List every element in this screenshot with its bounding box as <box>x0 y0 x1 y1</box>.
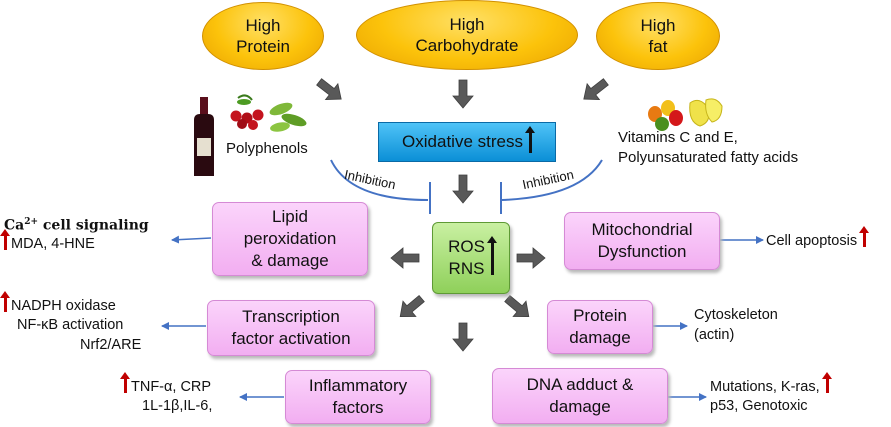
arrow-ros-to-dna <box>452 322 474 352</box>
transcription-line1: Transcription <box>242 307 340 326</box>
lipid-line3: & damage <box>251 251 329 270</box>
actin-label: (actin) <box>694 327 735 343</box>
ca-superscript: 2+ <box>24 217 39 227</box>
high-carbohydrate-line1: High <box>449 15 485 34</box>
inhibition-curve-right <box>501 159 603 201</box>
lipid-line2: peroxidation <box>243 229 337 248</box>
p53-label: p53, Genotoxic <box>710 398 808 414</box>
increase-arrow-icon <box>821 372 832 393</box>
inflammatory-line1: Inflammatory <box>308 376 408 395</box>
mutations-text: Mutations, K-ras, <box>710 379 820 395</box>
dna-line1: DNA adduct & <box>526 375 634 394</box>
protein-damage-box: Protein damage <box>547 300 653 354</box>
vitamins-label-line1: Vitamins C and E, <box>618 129 738 146</box>
mda-text: MDA, 4-HNE <box>11 236 95 252</box>
mito-line1: Mitochondrial <box>591 220 693 239</box>
high-fat-line2: fat <box>648 37 668 56</box>
ca-rest-text: cell signaling <box>38 217 149 234</box>
cytoskeleton-label: Cytoskeleton <box>694 307 778 323</box>
oxidative-stress-box: Oxidative stress <box>378 122 556 162</box>
mda-label: MDA, 4-HNE <box>0 229 95 254</box>
increase-arrow-icon <box>120 372 130 393</box>
nadph-label: NADPH oxidase <box>0 291 116 316</box>
nfkb-label: NF-κB activation <box>17 317 124 333</box>
arrow-ros-to-mito <box>516 247 546 269</box>
wine-bottle-icon <box>194 97 214 176</box>
high-protein-line1: High <box>245 16 281 35</box>
inhibition-curve-left <box>330 159 429 201</box>
arrow-stress-to-ros <box>452 174 474 204</box>
increase-arrow-icon <box>859 226 870 247</box>
high-fat-ellipse: High fat <box>596 2 720 70</box>
high-fat-line1: High <box>640 16 676 35</box>
mutations-label: Mutations, K-ras, <box>710 372 832 397</box>
nadph-text: NADPH oxidase <box>11 298 116 314</box>
arrow-fat-to-stress <box>583 78 609 101</box>
arrow-ros-to-protein <box>504 294 530 317</box>
cell-apoptosis-label: Cell apoptosis <box>766 226 870 251</box>
mitochondrial-dysfunction-box: Mitochondrial Dysfunction <box>564 212 720 270</box>
inflammatory-line2: factors <box>332 398 384 417</box>
bell-peppers-icon <box>648 100 683 131</box>
tnf-label: TNF-α, CRP <box>120 372 212 397</box>
rns-label: RNS <box>448 259 485 278</box>
high-protein-line2: Protein <box>236 37 290 56</box>
ca-signaling-label: Ca2+ cell signaling <box>4 213 149 236</box>
increase-arrow-icon <box>0 291 10 312</box>
high-protein-ellipse: High Protein <box>202 2 324 70</box>
dna-line2: damage <box>549 397 611 416</box>
mito-line2: Dysfunction <box>597 242 687 261</box>
lemon-icon <box>689 98 723 127</box>
ros-label: ROS <box>448 237 485 256</box>
high-carbohydrate-line2: Carbohydrate <box>415 36 519 55</box>
berries-icon <box>230 94 264 130</box>
tnf-text: TNF-α, CRP <box>131 379 212 395</box>
arrow-lipid-to-ca <box>171 235 212 244</box>
dna-adduct-box: DNA adduct & damage <box>492 368 668 424</box>
tea-leaves-icon <box>269 102 307 132</box>
inflammatory-factors-box: Inflammatory factors <box>285 370 431 424</box>
oxidative-stress-label: Oxidative stress <box>402 132 523 151</box>
high-carbohydrate-ellipse: High Carbohydrate <box>356 0 578 70</box>
protein-line2: damage <box>569 328 631 347</box>
arrow-ros-to-transcription <box>399 294 425 317</box>
increase-arrow-icon <box>0 229 10 250</box>
protein-line1: Protein <box>573 306 627 325</box>
transcription-line2: factor activation <box>231 329 351 348</box>
increase-arrow-icon <box>524 126 535 153</box>
arrow-ros-to-lipid <box>390 247 420 269</box>
il-label: 1L-1β,IL-6, <box>142 398 213 414</box>
arrow-protein-to-stress <box>316 78 342 101</box>
nrf2-label: Nrf2/ARE <box>80 337 142 353</box>
transcription-factor-box: Transcription factor activation <box>207 300 375 356</box>
vitamins-label-line2: Polyunsaturated fatty acids <box>618 149 799 166</box>
ros-rns-box: ROS RNS <box>432 222 510 294</box>
polyphenols-label: Polyphenols <box>226 140 308 157</box>
increase-arrow-icon <box>486 236 497 275</box>
lipid-peroxidation-box: Lipid peroxidation & damage <box>212 202 368 276</box>
arrow-carb-to-stress <box>452 79 474 109</box>
lipid-line1: Lipid <box>272 207 308 226</box>
apoptosis-text: Cell apoptosis <box>766 233 858 249</box>
